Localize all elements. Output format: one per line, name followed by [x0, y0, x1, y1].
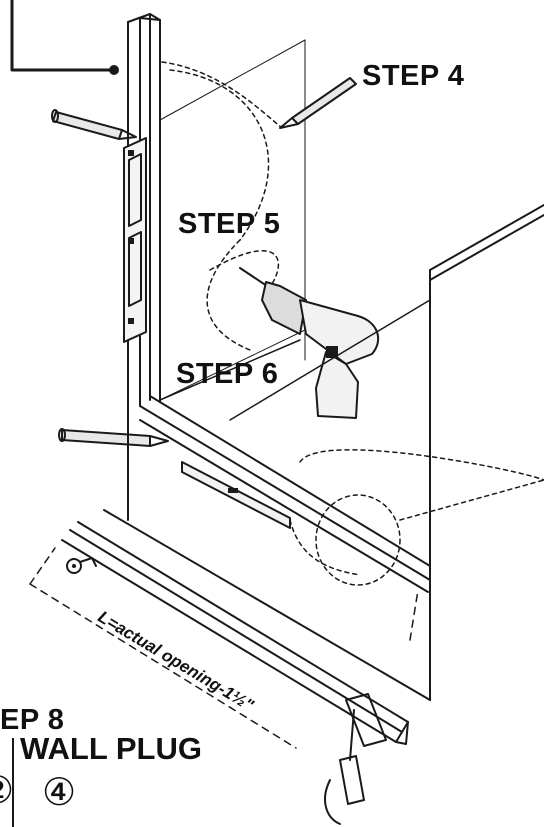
- pencil-step4: [279, 77, 357, 129]
- step-5-label: STEP 5: [178, 208, 281, 240]
- callout-leader: [10, 0, 119, 75]
- tape-measure-icon: [66, 557, 97, 574]
- level-tool: [181, 461, 291, 529]
- wall-plug-divider: [12, 738, 14, 827]
- circled-number-4: ④: [42, 772, 77, 814]
- pencil-upper: [51, 109, 137, 140]
- base-cabinet: [429, 204, 544, 701]
- dimension-lines: [29, 547, 419, 749]
- step-6-label: STEP 6: [176, 358, 279, 390]
- glass-panel: [159, 299, 431, 421]
- hinge-plate: [123, 137, 147, 343]
- bottom-extrusion: [61, 521, 409, 745]
- circled-number-2: ②: [0, 772, 14, 810]
- wall-plug-label: WALL PLUG: [20, 731, 202, 766]
- motion-arcs: [161, 61, 544, 586]
- step-4-label: STEP 4: [362, 60, 465, 92]
- drill: [239, 267, 380, 419]
- pencil-lower: [58, 428, 169, 447]
- sill-track: [103, 395, 431, 701]
- caulk-gun: [324, 693, 387, 825]
- step-8-label: EP 8: [0, 704, 65, 736]
